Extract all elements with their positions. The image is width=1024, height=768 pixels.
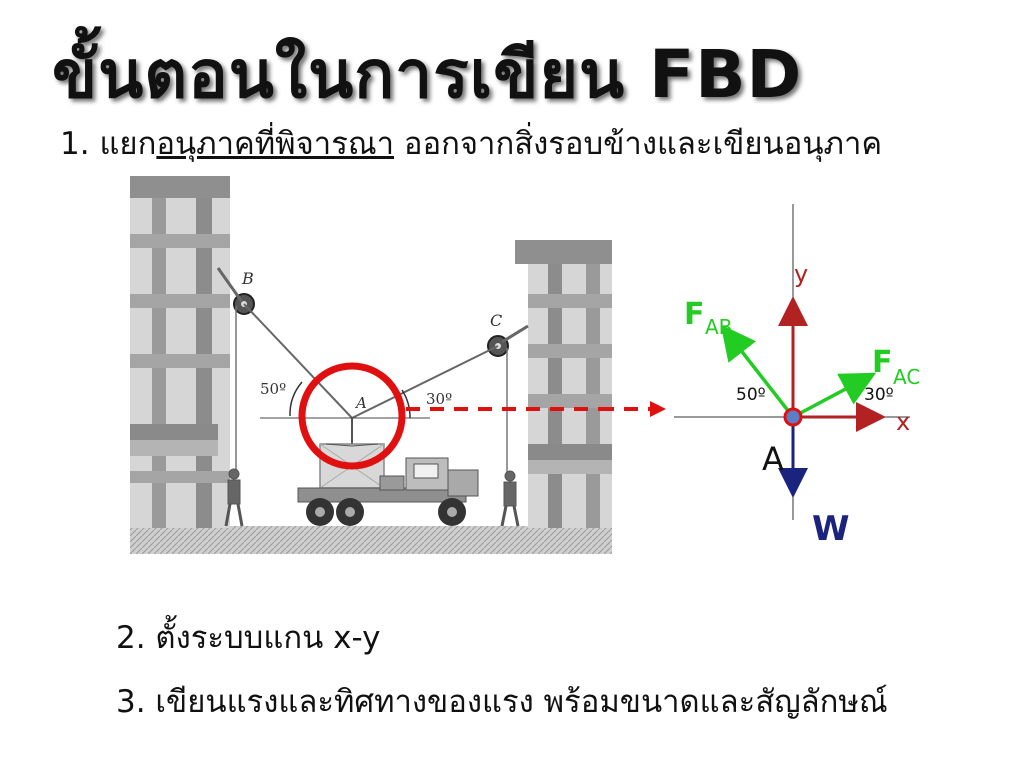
truck bbox=[297, 457, 479, 526]
force-fac-arrow bbox=[792, 372, 877, 419]
force-fac-label: F bbox=[872, 345, 893, 380]
ground bbox=[130, 526, 612, 554]
weight-label: W bbox=[812, 509, 850, 549]
particle-a bbox=[783, 407, 803, 427]
left-building bbox=[130, 176, 230, 528]
label-b: B bbox=[241, 269, 254, 288]
dashed-arrow-head bbox=[600, 401, 666, 417]
cable-ac bbox=[351, 345, 499, 419]
worker-left bbox=[224, 468, 244, 527]
worker-right bbox=[500, 470, 520, 527]
force-fab-subscript: AB bbox=[705, 315, 732, 339]
angle-arc-right bbox=[401, 389, 411, 419]
angle-fab-label: 50º bbox=[736, 385, 766, 405]
step-1-prefix: แยก bbox=[99, 126, 157, 162]
force-fac-subscript: AC bbox=[893, 365, 920, 389]
step-1-number: 1. bbox=[60, 126, 100, 162]
label-c: C bbox=[490, 311, 502, 330]
angle-label-right: 30º bbox=[426, 390, 452, 408]
y-axis-label: y bbox=[794, 260, 808, 288]
free-body-diagram: y x F AB F AC 50º 30º A W bbox=[674, 204, 920, 549]
step-1-underlined-term: อนุภาคที่พิจารณา bbox=[156, 126, 395, 162]
step-1-suffix: ออกจากสิ่งรอบข้างและเขียนอนุภาค bbox=[394, 126, 883, 162]
slide-title: ขั้นตอนในการเขียน FBD bbox=[52, 36, 803, 113]
force-fab-label: F bbox=[684, 297, 705, 332]
step-1-text: 1. แยกอนุภาคที่พิจารณา ออกจากสิ่งรอบข้าง… bbox=[60, 118, 1024, 168]
step-2-text: 2. ตั้งระบบแกน x-y bbox=[116, 620, 381, 656]
angle-arc-left bbox=[289, 381, 303, 417]
force-fab-arrow bbox=[720, 324, 795, 419]
label-a: A bbox=[354, 394, 367, 412]
x-axis-label: x bbox=[896, 408, 910, 436]
crane-illustration: B C A 50º 30º bbox=[130, 176, 612, 554]
highlight-circle bbox=[298, 362, 406, 470]
point-a-label: A bbox=[762, 440, 784, 478]
right-building bbox=[515, 240, 612, 528]
cable-ab bbox=[243, 303, 353, 419]
angle-fac-label: 30º bbox=[864, 385, 894, 405]
angle-label-left: 50º bbox=[260, 380, 286, 398]
step-3-text: 3. เขียนแรงและทิศทางของแรง พร้อมขนาดและส… bbox=[116, 684, 888, 720]
